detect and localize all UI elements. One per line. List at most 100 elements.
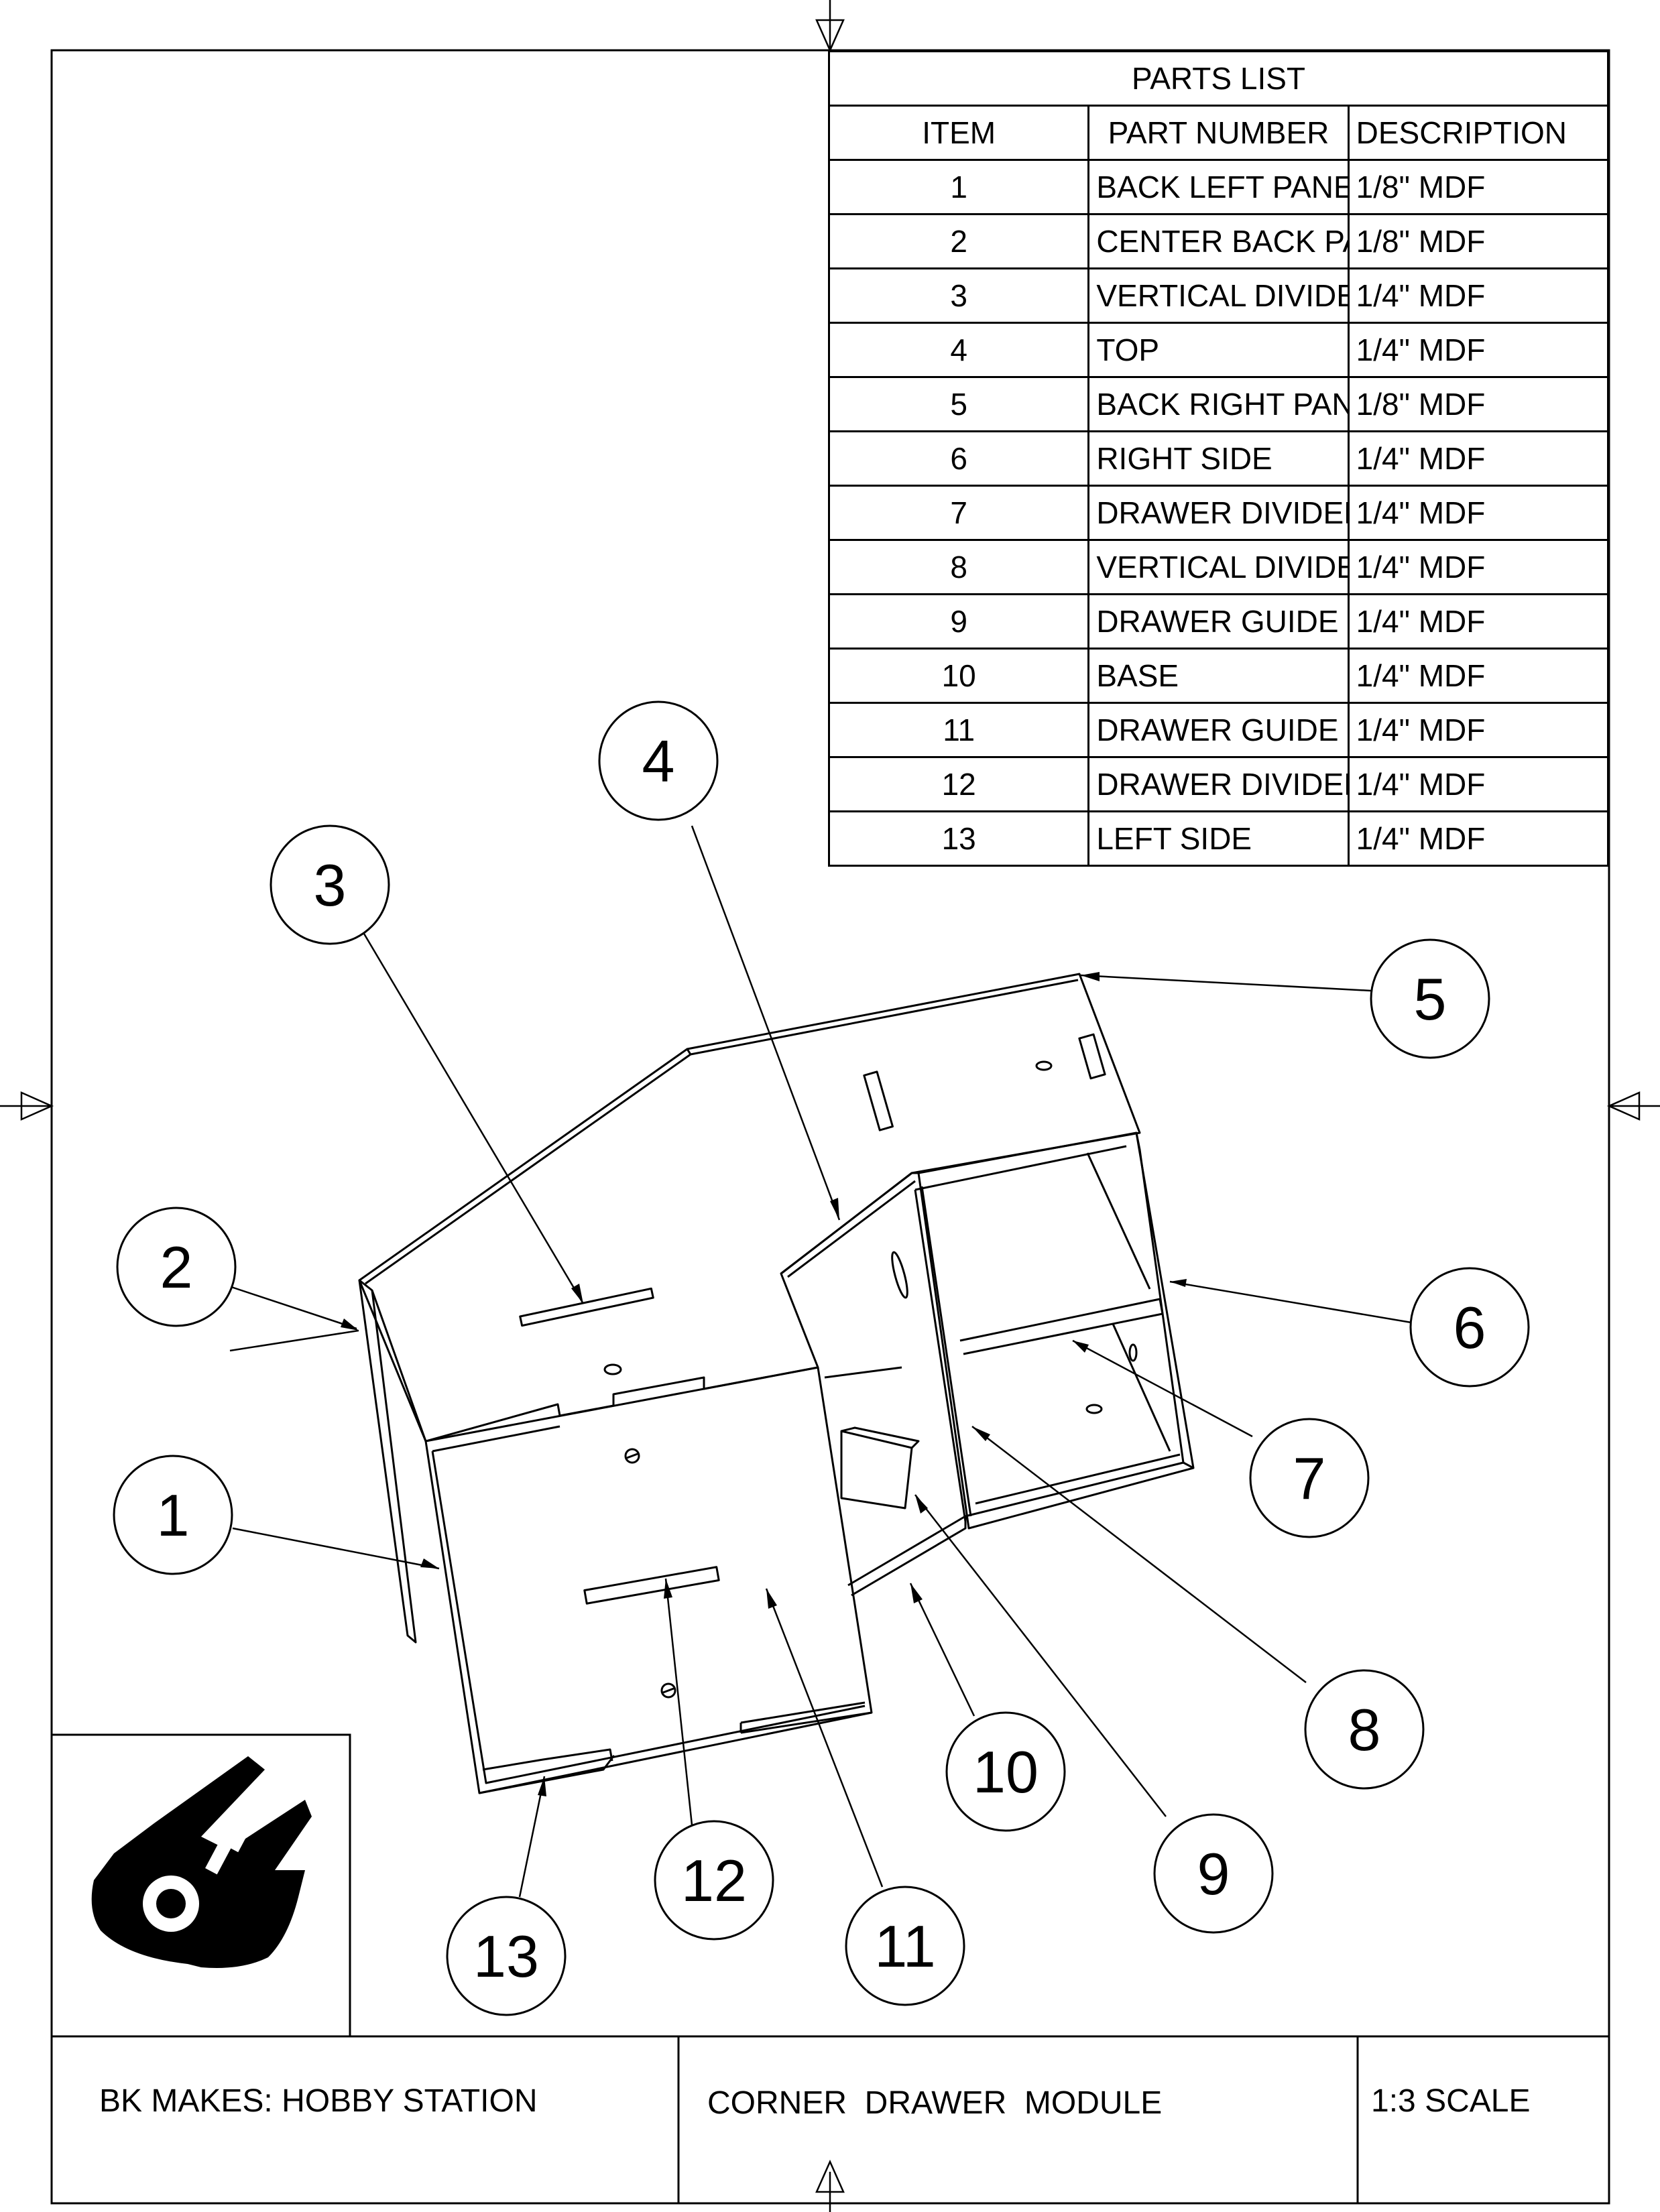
balloon-13: 13 (446, 1896, 567, 2016)
description-cell: 1/4" MDF (1347, 322, 1610, 378)
balloon-number: 10 (973, 1739, 1039, 1805)
balloon-circle (116, 1207, 237, 1327)
item-cell: 6 (827, 430, 1090, 487)
balloon-circle (446, 1896, 567, 2016)
description-cell: 1/4" MDF (1347, 756, 1610, 812)
item-cell: 8 (827, 539, 1090, 595)
balloon-circle (1304, 1669, 1425, 1790)
project-name: BK MAKES: HOBBY STATION (99, 2083, 538, 2119)
description-cell: 1/4" MDF (1347, 430, 1610, 487)
left-side-panel (424, 1366, 873, 1794)
leader-lines (229, 825, 1412, 1898)
assembly-drawing (358, 973, 1195, 1794)
part-number-cell: LEFT SIDE (1087, 810, 1350, 867)
header-description: DESCRIPTION (1347, 105, 1610, 161)
balloon-number: 2 (160, 1234, 193, 1300)
part-number-cell: BACK RIGHT PANEL (1087, 376, 1350, 432)
part-number-cell: DRAWER DIVIDER (1087, 756, 1350, 812)
balloon-3: 3 (270, 824, 390, 945)
balloon-circle (1249, 1418, 1370, 1538)
part-number-cell: CENTER BACK PANEL (1087, 213, 1350, 269)
description-cell: 1/8" MDF (1347, 159, 1610, 215)
balloon-number: 8 (1348, 1697, 1381, 1763)
description-cell: 1/8" MDF (1347, 376, 1610, 432)
balloon-number: 12 (681, 1847, 747, 1914)
balloon-number: 1 (157, 1482, 190, 1548)
balloon-circle (654, 1820, 774, 1941)
item-cell: 5 (827, 376, 1090, 432)
balloon-circle (1153, 1813, 1274, 1934)
balloon-circle (270, 824, 390, 945)
balloon-number: 11 (874, 1913, 935, 1979)
description-cell: 1/4" MDF (1347, 539, 1610, 595)
item-cell: 12 (827, 756, 1090, 812)
balloon-4: 4 (598, 700, 719, 821)
description-cell: 1/4" MDF (1347, 267, 1610, 324)
balloon-number: 13 (473, 1923, 539, 1989)
drawing-scale: 1:3 SCALE (1371, 2083, 1531, 2119)
title-block (52, 2035, 1609, 2203)
item-cell: 9 (827, 593, 1090, 650)
balloon-number: 3 (314, 852, 347, 918)
balloon-number: 4 (642, 728, 675, 794)
balloon-circle (1370, 938, 1490, 1059)
description-cell: 1/8" MDF (1347, 213, 1610, 269)
balloon-number: 9 (1197, 1841, 1230, 1907)
description-cell: 1/4" MDF (1347, 702, 1610, 758)
header-part-number: PART NUMBER (1087, 105, 1350, 161)
drawing-title: CORNER DRAWER MODULE (707, 2085, 1163, 2121)
header-item: ITEM (827, 105, 1090, 161)
parts-list-table: PARTS LIST ITEM PART NUMBER DESCRIPTION … (827, 50, 1610, 867)
leader-arrowheads (341, 972, 1187, 1796)
item-cell: 7 (827, 485, 1090, 541)
balloon-11: 11 (845, 1886, 965, 2006)
part-number-cell: VERTICAL DIVIDER 1 (1087, 267, 1350, 324)
item-cell: 13 (827, 810, 1090, 867)
description-cell: 1/4" MDF (1347, 593, 1610, 650)
item-cell: 3 (827, 267, 1090, 324)
balloon-5: 5 (1370, 938, 1490, 1059)
balloon-number: 6 (1454, 1294, 1486, 1361)
part-number-cell: BASE (1087, 648, 1350, 704)
bk-makes-logo-icon (91, 1756, 312, 1968)
parts-list-title-row: PARTS LIST (828, 50, 1609, 107)
description-cell: 1/4" MDF (1347, 485, 1610, 541)
balloon-8: 8 (1304, 1669, 1425, 1790)
description-cell: 1/4" MDF (1347, 648, 1610, 704)
balloon-circle (598, 700, 719, 821)
balloon-1: 1 (113, 1455, 233, 1575)
balloon-10: 10 (945, 1711, 1066, 1832)
right-side-panel (917, 1131, 1195, 1530)
part-number-cell: TOP (1087, 322, 1350, 378)
balloon-7: 7 (1249, 1418, 1370, 1538)
part-number-cell: DRAWER GUIDE 2 (1087, 593, 1350, 650)
balloon-circle (113, 1455, 233, 1575)
balloon-2: 2 (116, 1207, 237, 1327)
part-number-cell: DRAWER DIVIDER (1) (1087, 485, 1350, 541)
parts-list-header-row: ITEM PART NUMBER DESCRIPTION (827, 105, 1610, 161)
part-number-cell: VERTICAL DIVIDER 2 (1087, 539, 1350, 595)
balloon-number: 5 (1414, 966, 1447, 1032)
balloon-number: 7 (1293, 1445, 1326, 1512)
item-cell: 10 (827, 648, 1090, 704)
part-number-cell: RIGHT SIDE (1087, 430, 1350, 487)
item-cell: 11 (827, 702, 1090, 758)
item-cell: 4 (827, 322, 1090, 378)
balloon-circle (945, 1711, 1066, 1832)
balloon-12: 12 (654, 1820, 774, 1941)
